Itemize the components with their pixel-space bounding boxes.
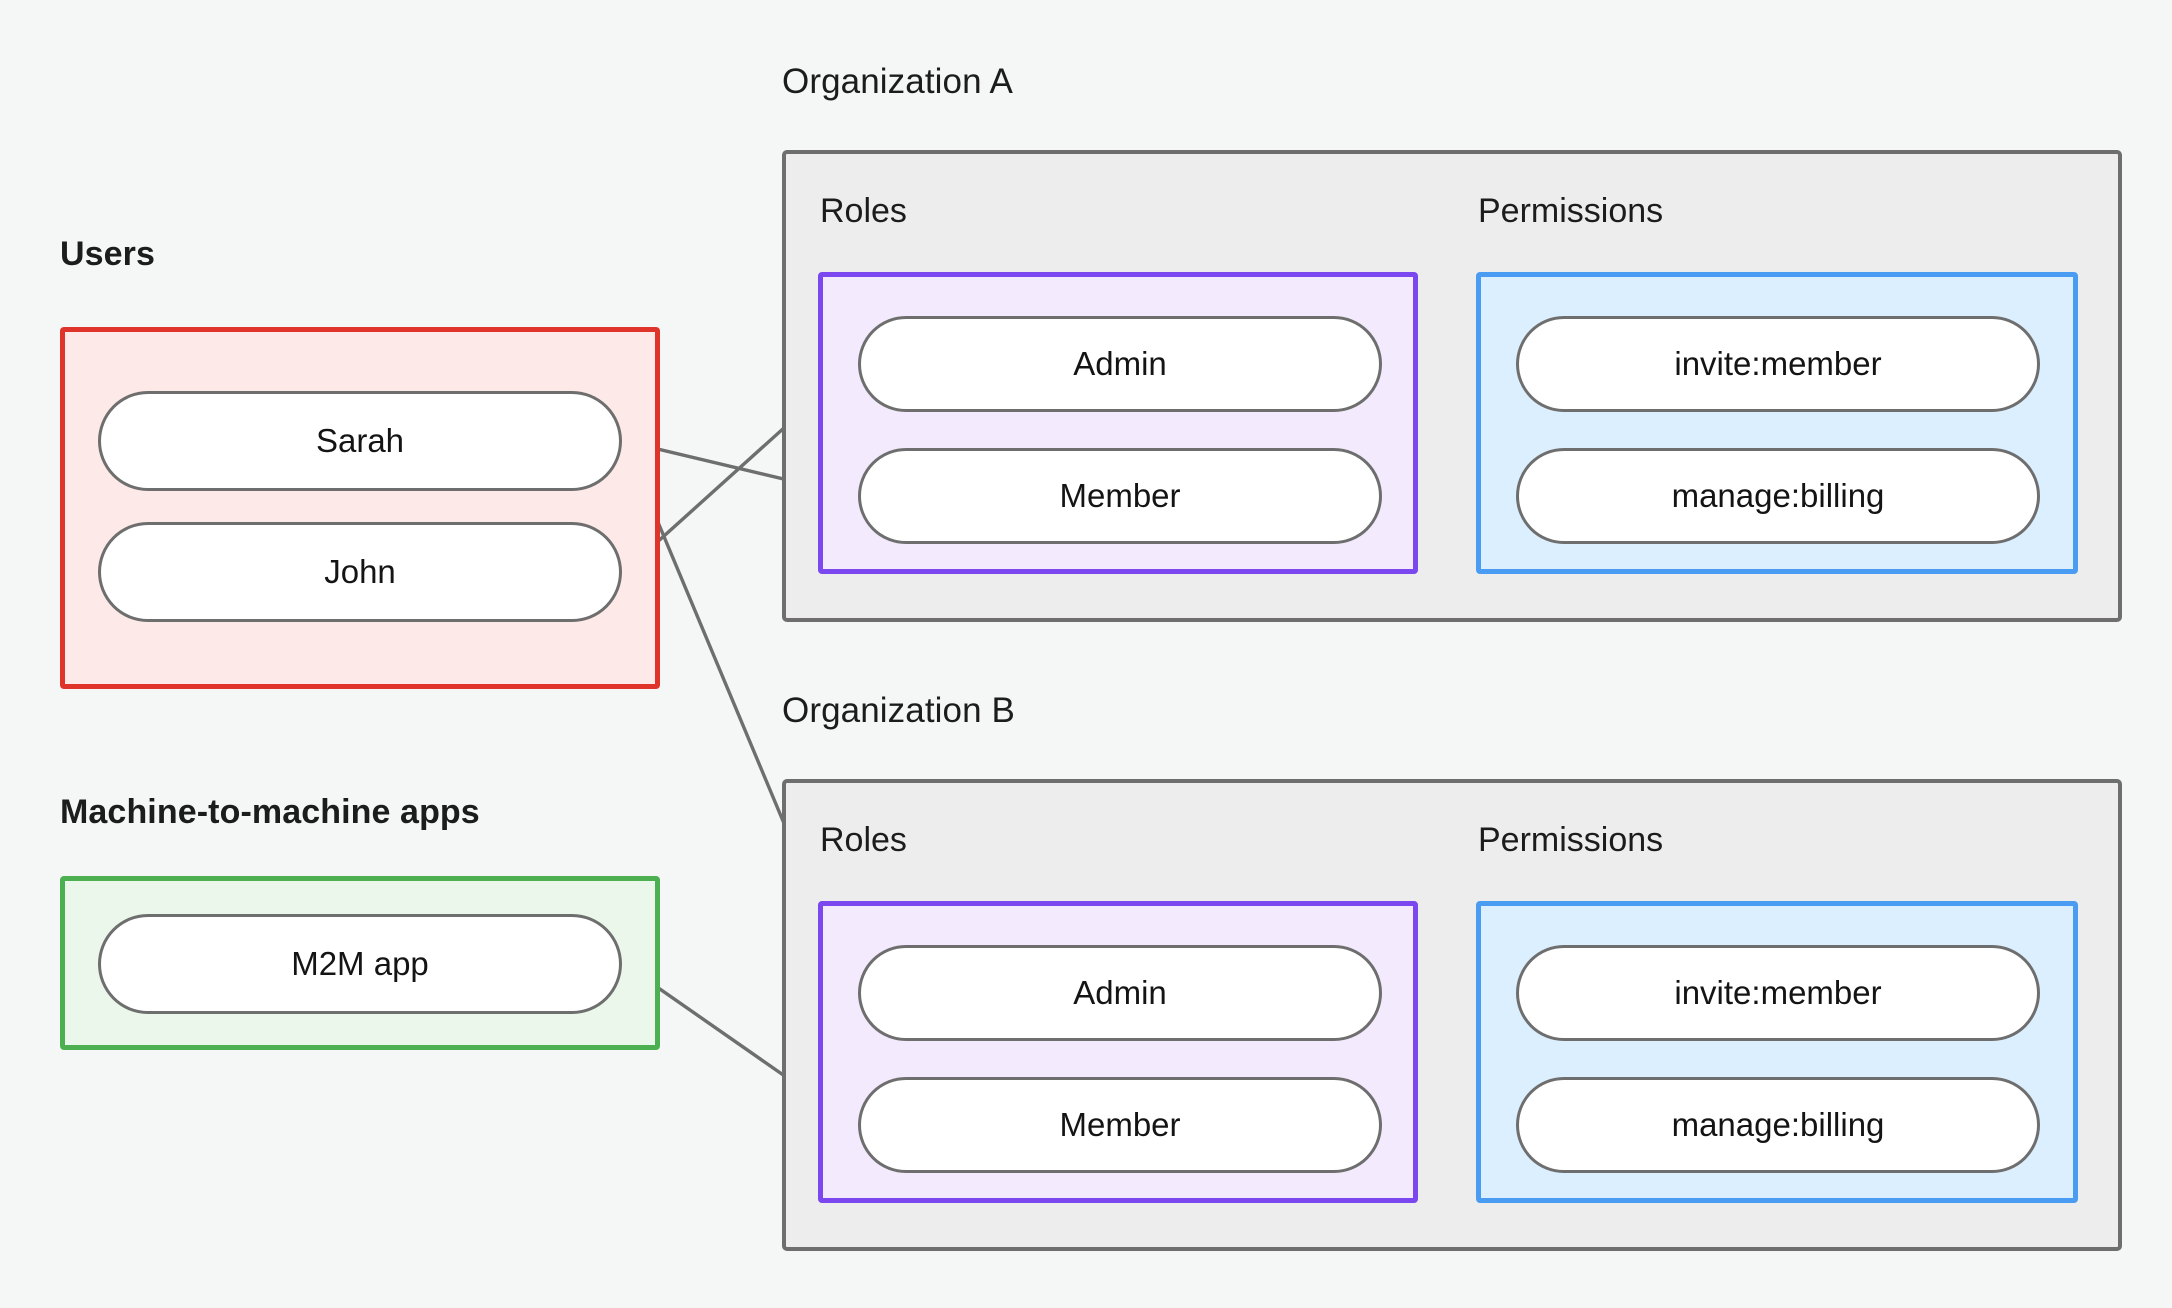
organization-b-roles-caption: Roles	[820, 821, 907, 859]
m2m-caption: Machine-to-machine apps	[60, 793, 480, 831]
node-user-sarah[interactable]: Sarah	[98, 391, 622, 491]
users-caption: Users	[60, 235, 156, 273]
organization-b-caption: Organization B	[782, 691, 1015, 730]
node-m2m-app[interactable]: M2M app	[98, 914, 622, 1014]
node-orgA-perm-invite-member[interactable]: invite:member	[1516, 316, 2040, 412]
node-orgA-role-admin[interactable]: Admin	[858, 316, 1382, 412]
node-orgB-perm-invite-member[interactable]: invite:member	[1516, 945, 2040, 1041]
organization-a-permissions-caption: Permissions	[1478, 192, 1664, 230]
organization-a-caption: Organization A	[782, 62, 1013, 101]
node-orgB-role-admin[interactable]: Admin	[858, 945, 1382, 1041]
organization-b-permissions-caption: Permissions	[1478, 821, 1664, 859]
organization-a-roles-caption: Roles	[820, 192, 907, 230]
node-orgA-perm-manage-billing[interactable]: manage:billing	[1516, 448, 2040, 544]
node-orgB-perm-manage-billing[interactable]: manage:billing	[1516, 1077, 2040, 1173]
node-orgB-role-member[interactable]: Member	[858, 1077, 1382, 1173]
users-group	[60, 327, 660, 689]
node-user-john[interactable]: John	[98, 522, 622, 622]
node-orgA-role-member[interactable]: Member	[858, 448, 1382, 544]
